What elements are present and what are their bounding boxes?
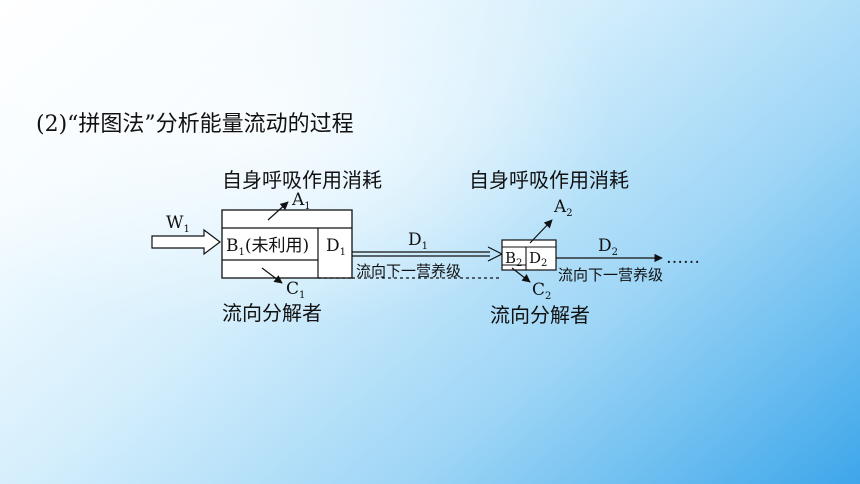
arrow-a1 xyxy=(267,201,289,221)
respiration-label-2: 自身呼吸作用消耗 xyxy=(469,168,629,192)
transfer-label-d2: D2 xyxy=(598,236,618,258)
to-next-level-1: 流向下一营养级 xyxy=(356,262,461,280)
box-label-d2: D2 xyxy=(529,249,547,269)
section-heading: (2)“拼图法”分析能量流动的过程 xyxy=(36,112,354,137)
arrow-c1 xyxy=(261,267,283,284)
arrow-c2 xyxy=(511,267,531,283)
label-a2: A2 xyxy=(553,197,573,219)
box-label-b1: B1(未利用) xyxy=(226,236,309,258)
label-c2: C2 xyxy=(532,280,551,302)
input-label-w1: W1 xyxy=(166,213,190,235)
decomposer-label-1: 流向分解者 xyxy=(222,301,322,325)
decomposer-label-2: 流向分解者 xyxy=(490,303,590,327)
to-next-level-2: 流向下一营养级 xyxy=(558,266,663,284)
transfer-label-d1: D1 xyxy=(408,230,428,252)
input-arrow-w1 xyxy=(151,228,221,256)
transfer-arrow-d1-head xyxy=(487,246,504,262)
box-label-d1: D1 xyxy=(326,236,346,258)
continuation-ellipsis: …… xyxy=(666,248,700,268)
box-label-b2: B2 xyxy=(505,249,522,269)
arrow-a2 xyxy=(529,219,553,244)
respiration-label-1: 自身呼吸作用消耗 xyxy=(222,168,382,192)
label-a1: A1 xyxy=(291,190,311,212)
energy-box-1 xyxy=(221,209,353,279)
label-c1: C1 xyxy=(286,279,305,301)
